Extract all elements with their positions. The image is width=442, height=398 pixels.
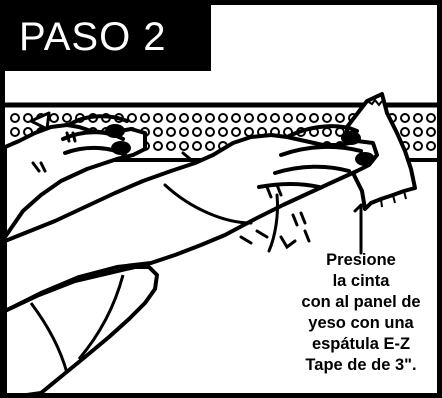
tape-hole (413, 127, 423, 137)
sleeve (5, 265, 159, 393)
tape-hole (153, 113, 163, 123)
caption-line: Presione (326, 251, 396, 269)
left-hand (5, 111, 147, 239)
caption-line: Tape de de 3". (305, 356, 417, 374)
tape-hole (166, 113, 176, 123)
tape-hole (426, 127, 436, 137)
caption-line: con al panel de (301, 293, 421, 311)
tape-hole (244, 113, 254, 123)
right-hand (5, 124, 379, 313)
tape-hole (192, 127, 202, 137)
tape-hole (413, 141, 423, 151)
tape-hole (205, 127, 215, 137)
tape-hole (426, 141, 436, 151)
tape-hole (231, 127, 241, 137)
tape-hole (218, 127, 228, 137)
fingertip-4 (355, 152, 375, 166)
taping-illustration (5, 92, 437, 393)
tape-hole (10, 127, 20, 137)
fingertip-3 (341, 131, 361, 145)
fingertip-1 (105, 124, 125, 138)
step-title: PASO 2 (19, 15, 167, 59)
tape-hole (153, 127, 163, 137)
step-header: PASO 2 (5, 5, 211, 71)
tape-hole (270, 113, 280, 123)
tape-hole (192, 141, 202, 151)
tape-hole (335, 113, 345, 123)
fingertip-2 (111, 141, 131, 155)
tape-hole (140, 113, 150, 123)
tape-hole (179, 141, 189, 151)
callout-pointer (353, 203, 363, 255)
tape-hole (400, 127, 410, 137)
tape-hole (322, 127, 332, 137)
tape-hole (127, 113, 137, 123)
caption-line: espátula E-Z (311, 335, 411, 353)
tape-hole (283, 113, 293, 123)
tape-hole (205, 141, 215, 151)
tape-hole (244, 127, 254, 137)
caption-line: yeso con una (308, 314, 414, 332)
tape-hole (49, 113, 59, 123)
instruction-caption: Presione la cinta con al panel de yeso c… (281, 250, 437, 376)
knife-blade (345, 92, 417, 211)
tape-hole (400, 113, 410, 123)
tape-hole (231, 113, 241, 123)
caption-line: la cinta (332, 272, 390, 290)
tape-hole (257, 113, 267, 123)
tape-hole (153, 141, 163, 151)
tape-hole (309, 113, 319, 123)
tape-hole (205, 113, 215, 123)
tape-hole (179, 127, 189, 137)
tape-hole (413, 113, 423, 123)
tape-hole (296, 113, 306, 123)
tape-hole (10, 113, 20, 123)
tape-hole (166, 127, 176, 137)
tape-hole (166, 141, 176, 151)
tape-hole (192, 113, 202, 123)
tape-hole (179, 113, 189, 123)
tape-hole (62, 113, 72, 123)
tape-hole (218, 113, 228, 123)
tape-hole (322, 113, 332, 123)
tape-hole (426, 113, 436, 123)
